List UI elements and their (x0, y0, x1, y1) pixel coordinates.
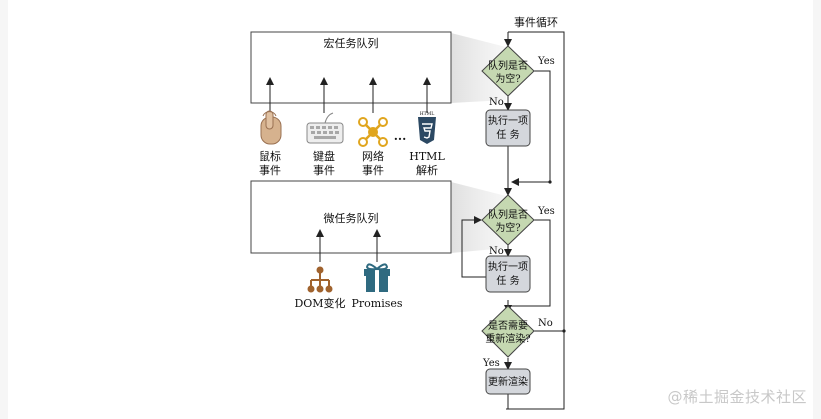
promises-label: Promises (351, 297, 402, 310)
macro-source-arrows (266, 77, 431, 113)
svg-text:队列是否: 队列是否 (488, 59, 528, 72)
macro-yes-label: Yes (537, 56, 555, 67)
macro-empty-decision: 队列是否 为空? (481, 45, 535, 97)
svg-text:任 务: 任 务 (496, 128, 519, 141)
macro-execute-task: 执行一项 任 务 (485, 109, 531, 147)
micro-source-labels: DOM变化 Promises (294, 296, 402, 310)
micro-queue-title: 微任务队列 (324, 211, 379, 225)
gift-icon (364, 263, 390, 292)
html-label-2: 解析 (416, 163, 438, 177)
svg-text:是否需要: 是否需要 (488, 320, 528, 332)
svg-text:HTML: HTML (420, 111, 435, 117)
svg-text:执行一项: 执行一项 (488, 114, 528, 127)
macro-queue-projection (451, 33, 506, 103)
dom-tree-icon (307, 266, 333, 293)
micro-yes-line (508, 219, 551, 307)
mouse-label-1: 鼠标 (259, 149, 281, 163)
render-no-label: No (538, 318, 553, 329)
svg-text:队列是否: 队列是否 (488, 208, 528, 221)
macro-task-queue: 宏任务队列 (250, 31, 452, 104)
micro-source-arrows (316, 229, 381, 262)
event-loop-label: 事件循环 (514, 16, 558, 29)
render-yes-label: Yes (482, 358, 500, 369)
svg-text:为空?: 为空? (495, 221, 520, 234)
macro-yes-line (512, 70, 551, 183)
html-label-1: HTML (409, 150, 445, 163)
render-needed-decision: 是否需要 重新渲染? (481, 305, 535, 358)
micro-task-queue: 微任务队列 (250, 180, 452, 254)
macro-no-label: No (489, 97, 504, 108)
micro-empty-decision: 队列是否 为空? (481, 194, 535, 246)
macro-queue-title: 宏任务队列 (324, 36, 379, 50)
outer-loop-line (506, 31, 565, 410)
html5-icon: HTML (418, 111, 436, 144)
svg-text:更新渲染: 更新渲染 (488, 375, 528, 388)
left-edge-band (0, 0, 8, 419)
micro-yes-label: Yes (537, 206, 555, 217)
network-icon (358, 117, 388, 147)
network-label-1: 网络 (362, 149, 384, 163)
dom-change-label: DOM变化 (294, 296, 345, 310)
mouse-click-icon (260, 110, 282, 145)
svg-text:任 务: 任 务 (496, 274, 519, 287)
micro-execute-task: 执行一项 任 务 (485, 255, 531, 293)
mouse-label-2: 事件 (259, 164, 281, 177)
svg-text:为空?: 为空? (495, 72, 520, 85)
micro-no-label: No (489, 246, 504, 257)
right-edge-band (813, 0, 821, 419)
svg-text:重新渲染?: 重新渲染? (485, 332, 530, 345)
network-label-2: 事件 (362, 164, 384, 177)
keyboard-label-1: 键盘 (313, 149, 335, 163)
update-render: 更新渲染 (485, 368, 531, 395)
keyboard-icon (306, 112, 344, 144)
more-sources-ellipsis: ... (394, 129, 407, 143)
macro-source-labels: 鼠标 事件 键盘 事件 网络 事件 HTML 解析 (259, 149, 445, 177)
event-loop-lines (461, 31, 565, 410)
watermark: @稀土掘金技术社区 (667, 388, 807, 406)
keyboard-label-2: 事件 (313, 164, 335, 177)
svg-text:执行一项: 执行一项 (488, 260, 528, 273)
